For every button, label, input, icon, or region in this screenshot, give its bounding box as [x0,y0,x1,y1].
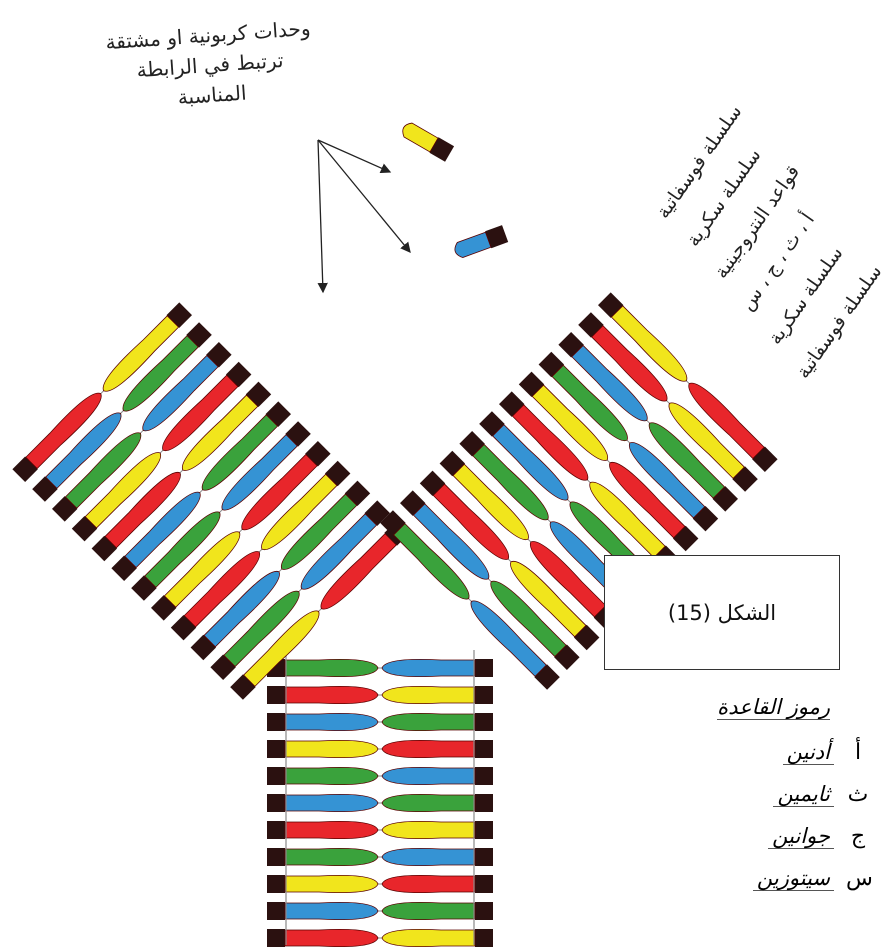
base-right [382,821,475,838]
base-left [285,821,378,838]
stem-base-pair [267,794,493,812]
arrow-to-yellow-nucleotide [318,140,390,172]
left-arm-base-pair [32,322,212,502]
left-arm-base-pair [210,500,390,680]
stem-base-pair [267,686,493,704]
legend-code: س [846,866,870,891]
base-right [382,929,475,946]
left-arm-base-pair [171,461,351,641]
parent-dna-stem [267,650,493,947]
base-left [285,713,378,730]
legend-item-adenine: أ أدنين [783,735,870,769]
base-left [285,902,378,919]
phosphate [267,929,285,947]
base-left [285,740,378,757]
phosphate [475,659,493,677]
phosphate [475,713,493,731]
left-arm-base-pair [191,481,371,661]
legend-title: رموز القاعدة [717,695,830,720]
stem-base-pair [267,848,493,866]
base-right [382,686,475,703]
base-right [382,875,475,892]
base-left [285,686,378,703]
legend-name: أدنين [783,740,834,765]
legend-name: ثايمين [773,782,834,807]
base-right [382,767,475,784]
base-left [285,794,378,811]
legend-item-cytosine: س سيتوزين [753,861,870,895]
left-replication-fork-arm [12,302,409,699]
right-arm-base-pair [499,391,679,571]
left-arm-base-pair [131,421,311,601]
phosphate [267,713,285,731]
legend-item-guanine: ج جوانين [768,819,870,853]
phosphate [267,794,285,812]
stem-base-pair [267,875,493,893]
stem-base-pair [267,740,493,758]
phosphate [475,875,493,893]
phosphate [267,767,285,785]
stem-base-pair [267,659,493,677]
base-right [382,740,475,757]
arrow-to-left-arm [318,140,323,292]
free-nucleotides [399,120,508,260]
base-right [382,902,475,919]
phosphate [475,740,493,758]
left-arm-base-pair [12,302,192,482]
right-arm-base-pair [420,471,600,651]
phosphate [475,794,493,812]
left-arm-base-pair [111,401,291,581]
figure-caption: الشكل (15) [604,555,840,670]
base-left [285,875,378,892]
phosphate [475,929,493,947]
stem-base-pair [267,929,493,947]
phosphate [267,821,285,839]
free-nucleotide [399,120,454,162]
base-right [382,659,475,676]
left-arm-base-pair [92,382,272,562]
base-left [285,929,378,946]
stem-base-pair [267,767,493,785]
legend-code: أ [846,740,870,765]
phosphate [475,848,493,866]
arrow-to-blue-nucleotide [318,140,410,252]
legend-code: ج [846,824,870,849]
phosphate [475,686,493,704]
base-left [285,767,378,784]
base-right [382,848,475,865]
left-arm-base-pair [72,362,252,542]
left-arm-base-pair [151,441,331,621]
phosphate [267,740,285,758]
legend-item-thymine: ث ثايمين [773,777,870,811]
free-nucleotide [452,225,508,260]
free-nucleotides-label: وحدات كربونية او مشتقة ترتبط في الرابطة … [77,11,343,119]
stem-base-pair [267,902,493,920]
base [400,121,438,152]
phosphate [475,821,493,839]
right-arm-base-pair [400,490,580,670]
right-arm-base-pair [519,372,699,552]
base-left [285,659,378,676]
legend-code: ث [846,782,870,807]
stem-base-pair [267,713,493,731]
strand-parts-labels: سلسلة فوسفاتية سلسلة سكرية قواعد النتروج… [560,20,880,380]
base [453,232,491,259]
legend-name: سيتوزين [753,866,834,891]
right-arm-base-pair [440,451,620,631]
base-right [382,713,475,730]
base-right [382,794,475,811]
phosphate [267,875,285,893]
pointer-arrows [318,140,410,292]
phosphate [475,902,493,920]
phosphate [267,686,285,704]
figure-caption-text: الشكل (15) [668,601,776,625]
base-left [285,848,378,865]
left-arm-base-pair [52,342,232,522]
legend-name: جوانين [768,824,834,849]
stem-base-pair [267,821,493,839]
phosphate [267,848,285,866]
phosphate [475,767,493,785]
phosphate [267,902,285,920]
